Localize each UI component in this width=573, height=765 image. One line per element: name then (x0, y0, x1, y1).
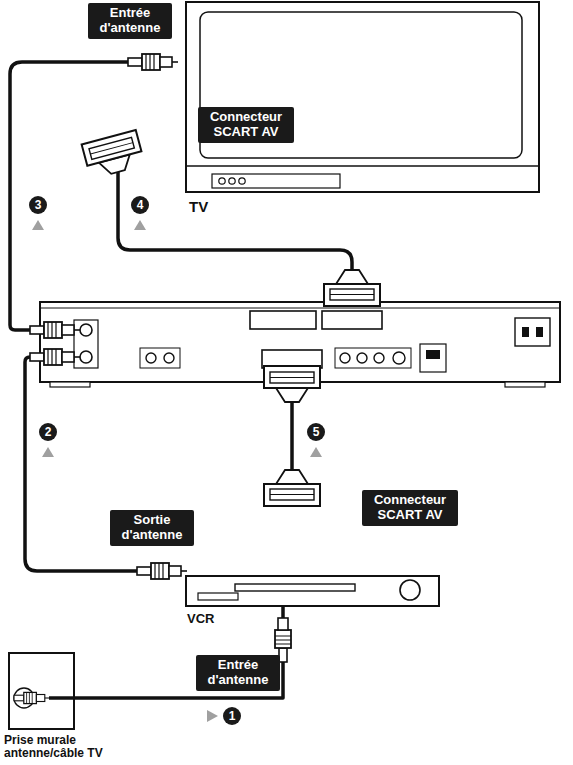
scart-cable (118, 172, 352, 270)
connector-label: Entrée d'antenne (202, 658, 274, 688)
tv-button (229, 178, 235, 184)
device-name: Prise murale antenne/câble TV (4, 734, 114, 760)
connector-label: Connecteur SCART AV (368, 493, 452, 523)
device-name: VCR (187, 612, 214, 626)
connector-label: Entrée d'antenne (94, 6, 166, 36)
s-video-jack (393, 352, 405, 364)
direction-triangle (32, 220, 44, 230)
audio-jack (357, 353, 367, 363)
antenna-input-label: Entrée d'antenne (196, 655, 280, 691)
vcr-slot (235, 584, 355, 591)
callout-number: 2 (39, 423, 57, 441)
direction-triangle (310, 447, 322, 457)
scart-plug (324, 270, 380, 306)
tv-button (219, 178, 225, 184)
tv-panel (212, 174, 340, 188)
power-pin (522, 327, 529, 337)
tv-screen (200, 12, 522, 158)
tv-bezel-line (187, 165, 538, 167)
callout-number: 1 (223, 707, 241, 725)
recorder-foot (505, 382, 545, 387)
f-plug (30, 349, 80, 365)
vcr: VCR (185, 575, 440, 607)
recorder-flange (40, 308, 560, 309)
callout-number: 5 (307, 423, 325, 441)
vcr-knob (400, 580, 420, 600)
optical-port (426, 350, 440, 359)
f-plug (30, 322, 80, 338)
scart-label: Connecteur SCART AV (362, 490, 458, 526)
recorder-foot (50, 382, 90, 387)
audio-jack (164, 353, 174, 363)
scart-plug (264, 366, 320, 402)
scart-socket (250, 311, 316, 329)
f-plug (14, 692, 49, 703)
scart-socket (322, 311, 382, 329)
antenna-output-label: Sortie d'antenne (110, 510, 194, 546)
scart-label: Connecteur SCART AV (198, 107, 294, 143)
tv-set: TVConnecteur SCART AV (185, 1, 540, 193)
scart-plug (264, 470, 320, 506)
power-pin (536, 327, 543, 337)
audio-jack (146, 353, 156, 363)
antenna-cable (10, 62, 128, 330)
antenna-input-label: Entrée d'antenne (88, 3, 172, 39)
wall-socket: Prise murale antenne/câble TV (8, 652, 75, 730)
output-panel (335, 348, 411, 368)
antenna-cable (75, 607, 283, 698)
digital-out (420, 344, 446, 372)
callout-number: 4 (131, 196, 149, 214)
audio-jack (340, 353, 350, 363)
connector-label: Connecteur SCART AV (204, 110, 288, 140)
f-plug (128, 54, 178, 70)
callout-number: 3 (29, 196, 47, 214)
scart-cable (290, 402, 294, 470)
direction-triangle (42, 447, 54, 457)
rf-jack (80, 324, 92, 336)
cable-stub (49, 696, 75, 700)
direction-triangle (134, 220, 146, 230)
tv-button (239, 178, 245, 184)
rf-jack (80, 351, 92, 363)
direction-triangle (207, 710, 218, 722)
audio-panel (140, 348, 180, 368)
connector-label: Sortie d'antenne (116, 513, 188, 543)
power-inlet (515, 318, 550, 346)
f-plug (137, 563, 187, 579)
rf-panel (74, 320, 98, 368)
vcr-display (198, 593, 238, 600)
device-name: TV (189, 199, 208, 216)
video-jack (374, 353, 384, 363)
scart-plug (82, 130, 145, 179)
